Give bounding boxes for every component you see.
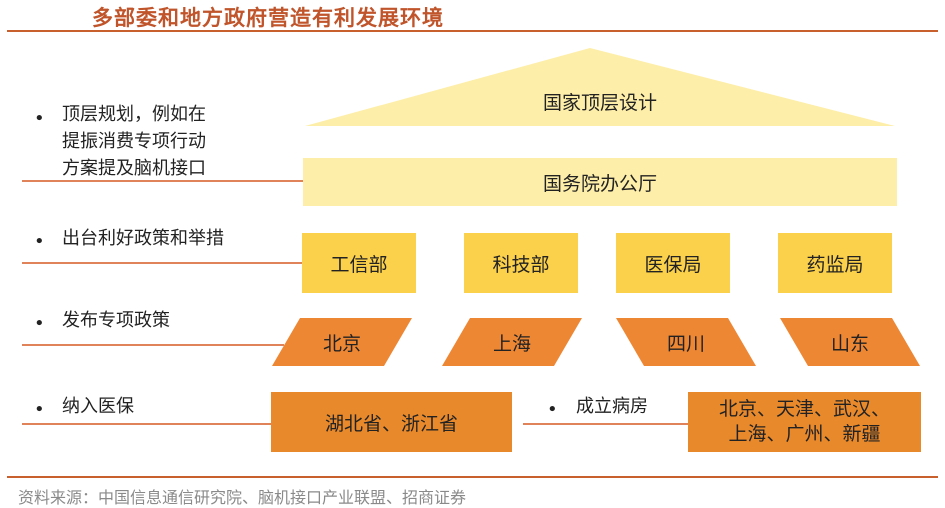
region-sichuan: 四川: [616, 318, 756, 366]
ministry-box: 药监局: [778, 233, 892, 293]
ward-cities-line: 北京、天津、武汉、: [718, 398, 890, 420]
region-label: 四川: [666, 332, 705, 355]
roof-label: 国家顶层设计: [542, 92, 657, 114]
region-shape: [780, 318, 920, 366]
region-label: 山东: [830, 332, 869, 355]
source-note: 资料来源：中国信息通信研究院、脑机接口产业联盟、招商证券: [18, 488, 467, 507]
connector-line: [22, 423, 272, 425]
region-shanghai: 上海: [442, 318, 582, 366]
region-label: 上海: [492, 332, 531, 355]
roof-shape: [305, 48, 895, 126]
page-title: 多部委和地方政府营造有利发展环境: [92, 5, 444, 30]
connector-line: [523, 423, 688, 425]
roof-national-design: 国家顶层设计: [305, 48, 895, 126]
region-shandong: 山东: [780, 318, 920, 366]
bullet-dot: •: [34, 399, 45, 420]
bullet-medical-insurance: 纳入医保: [62, 396, 134, 417]
bullet-line: 顶层规划，例如在: [62, 104, 206, 125]
bullet-dot: •: [547, 399, 558, 420]
connector-line: [22, 262, 307, 264]
bullet-line: 提振消费专项行动: [62, 131, 206, 152]
region-shape: [616, 318, 756, 366]
bullet-line: 方案提及脑机接口: [62, 158, 206, 179]
title-divider: [7, 30, 938, 32]
bullet-dot: •: [34, 108, 45, 129]
bullet-dot: •: [34, 231, 45, 252]
ministry-box: 工信部: [302, 233, 416, 293]
source-divider: [7, 476, 938, 478]
connector-line: [22, 180, 307, 182]
state-council-box: 国务院办公厅: [303, 158, 897, 206]
ward-cities-line: 上海、广州、新疆: [728, 423, 881, 445]
ministry-box: 医保局: [616, 233, 730, 293]
region-shape: [442, 318, 582, 366]
bullet-favorable-policies: 出台利好政策和举措: [62, 228, 224, 249]
bullet-special-policies: 发布专项政策: [62, 310, 170, 331]
region-shape: [272, 318, 412, 366]
ministry-box: 科技部: [464, 233, 578, 293]
region-beijing: 北京: [272, 318, 412, 366]
insurance-provinces-box: 湖北省、浙江省: [271, 392, 512, 452]
bullet-establish-wards: 成立病房: [576, 396, 648, 417]
bullet-top-level-planning: 顶层规划，例如在 提振消费专项行动 方案提及脑机接口: [62, 101, 206, 182]
region-label: 北京: [322, 332, 361, 355]
connector-line: [22, 344, 284, 346]
ward-cities-box: 北京、天津、武汉、 上海、广州、新疆: [688, 392, 921, 452]
bullet-dot: •: [34, 313, 45, 334]
